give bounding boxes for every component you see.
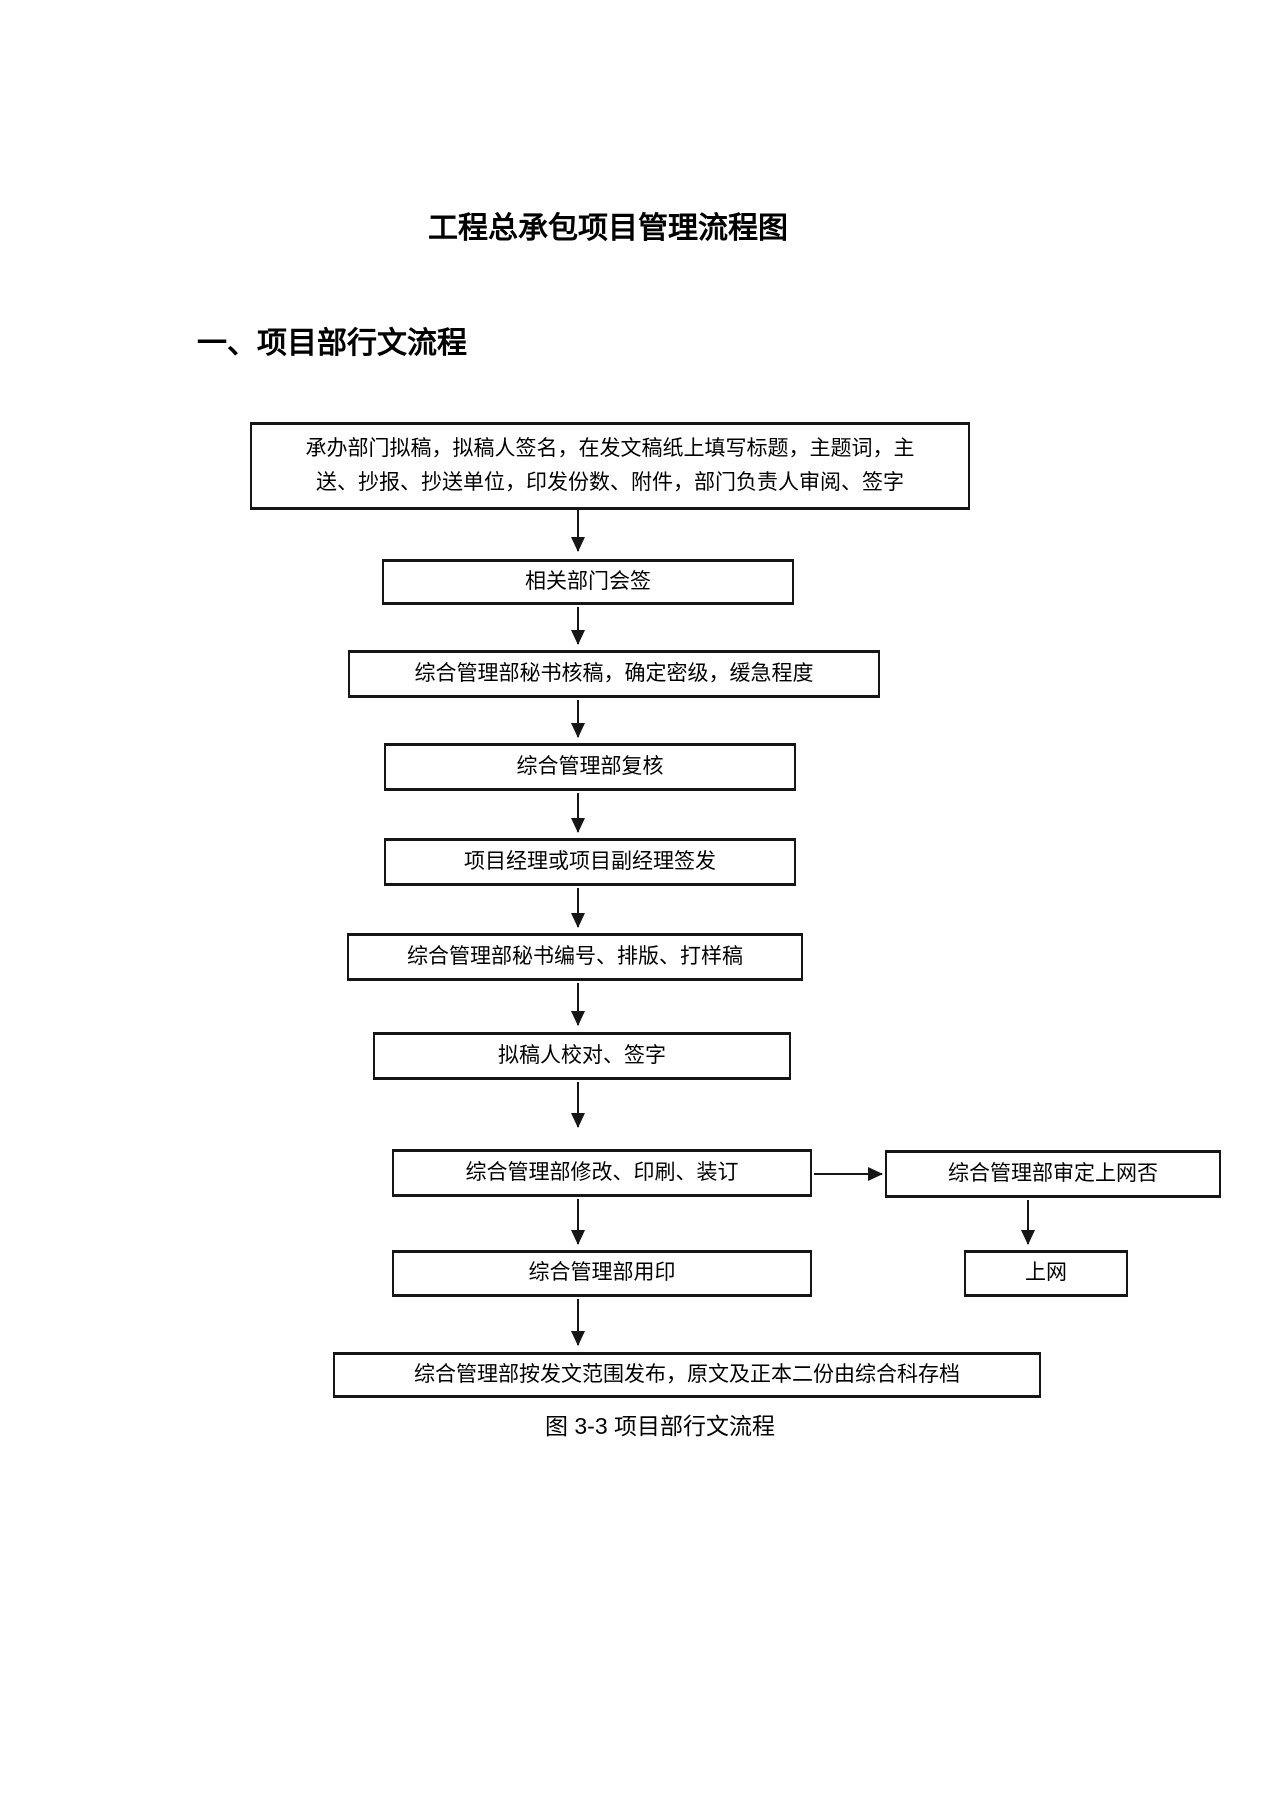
flow-node-manager-signoff: 项目经理或项目副经理签发 [384, 838, 796, 886]
figure-caption: 图 3-3 项目部行文流程 [544, 1413, 776, 1439]
document-title: 工程总承包项目管理流程图 [428, 212, 788, 245]
flow-node-online-approval: 综合管理部审定上网否 [885, 1150, 1221, 1198]
flow-node-gm-recheck: 综合管理部复核 [384, 743, 796, 791]
flow-node-secretary-check: 综合管理部秘书核稿，确定密级，缓急程度 [348, 650, 880, 698]
flow-node-drafting: 承办部门拟稿，拟稿人签名，在发文稿纸上填写标题，主题词，主送、抄报、抄送单位，印… [250, 422, 970, 510]
section-heading: 一、项目部行文流程 [197, 327, 467, 360]
flow-node-countersign: 相关部门会签 [382, 559, 794, 605]
flow-node-seal: 综合管理部用印 [392, 1250, 812, 1297]
flow-node-go-online: 上网 [964, 1250, 1128, 1297]
flow-node-drafter-proofread: 拟稿人校对、签字 [373, 1032, 791, 1080]
flow-node-distribute-archive: 综合管理部按发文范围发布，原文及正本二份由综合科存档 [333, 1352, 1041, 1398]
flow-node-numbering-typesetting: 综合管理部秘书编号、排版、打样稿 [347, 933, 803, 981]
flow-node-revise-print-bind: 综合管理部修改、印刷、装订 [392, 1149, 812, 1197]
